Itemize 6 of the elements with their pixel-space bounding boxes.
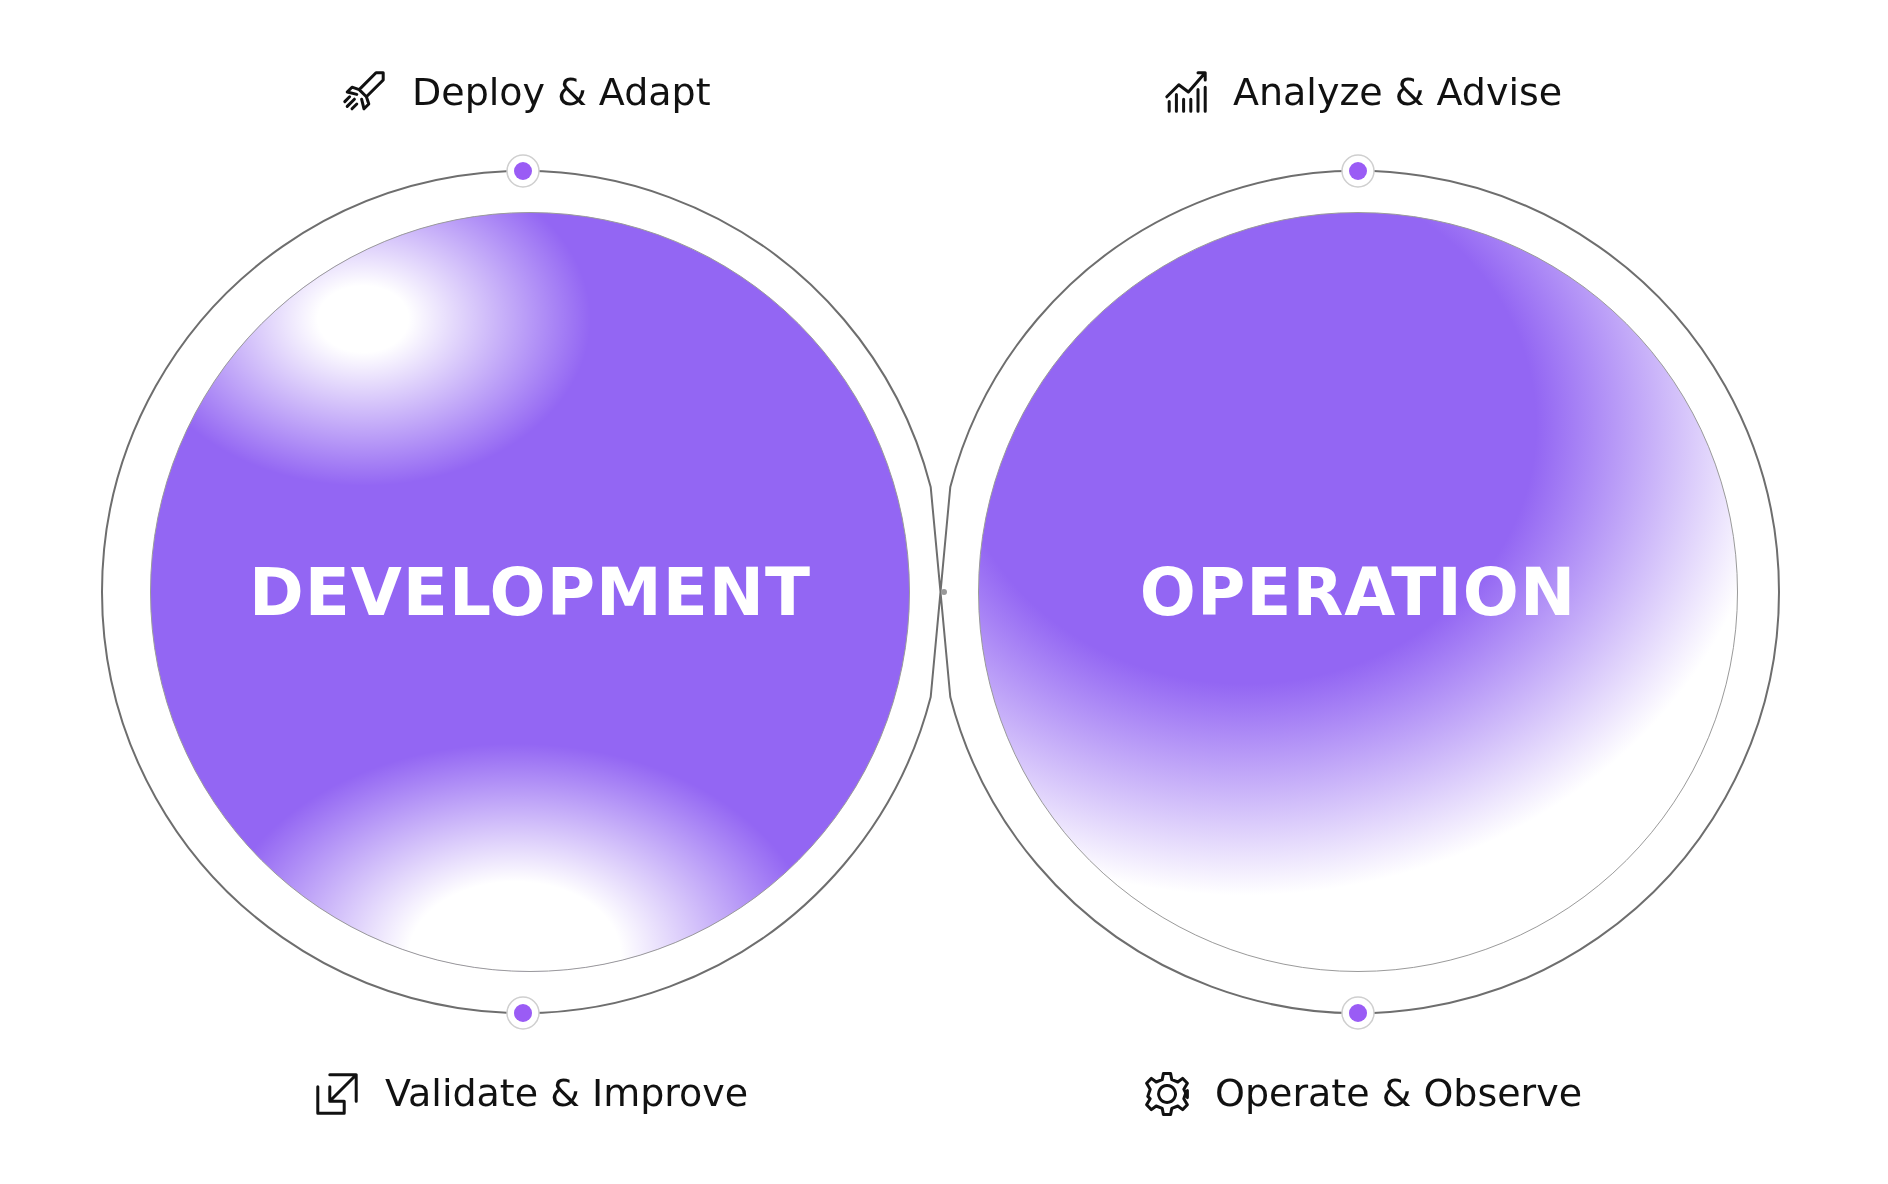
phase-title: OPERATION <box>1139 553 1577 631</box>
step-label: Deploy & Adapt <box>412 69 711 115</box>
step-label: Operate & Observe <box>1215 1070 1583 1116</box>
step-label: Analyze & Advise <box>1233 69 1563 115</box>
step-label: Validate & Improve <box>385 1070 749 1116</box>
phase-title: DEVELOPMENT <box>248 553 812 631</box>
